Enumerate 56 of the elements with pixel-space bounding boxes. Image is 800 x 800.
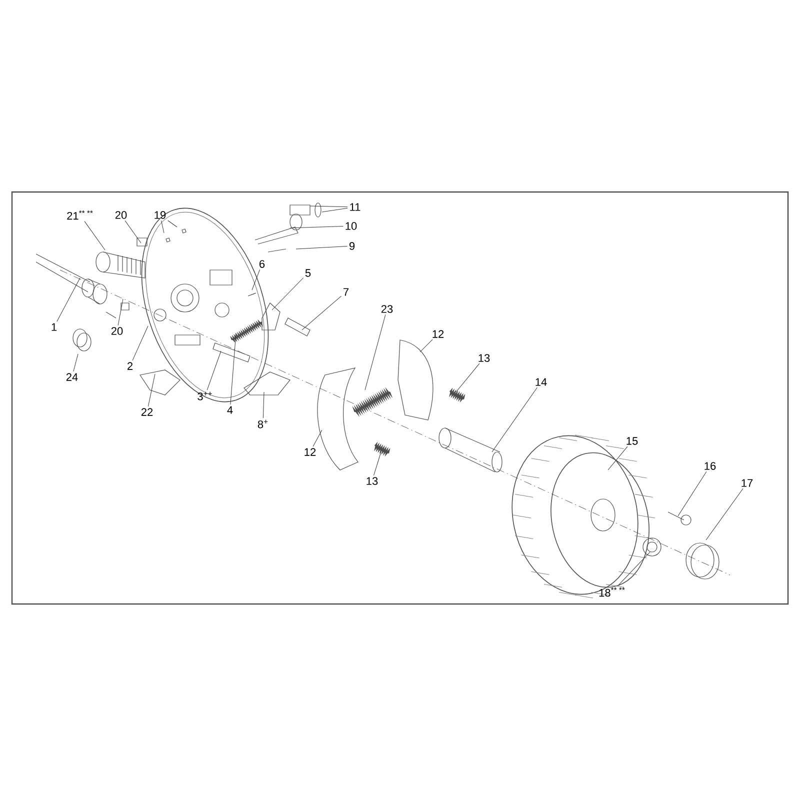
callout-number: 24 [66,373,78,381]
leader-line [84,221,106,250]
leader-line [608,446,628,470]
callout-number: 12 [432,330,444,338]
leader-line [252,269,260,290]
callout-number: 8$^{+}$ [258,420,268,428]
leader-line [296,246,348,250]
leader-line [73,354,78,372]
callout-number: 13 [478,354,490,362]
callout-number: 13 [366,477,378,485]
callout-number: 16 [704,462,716,470]
leader-line [118,298,124,326]
callout-number: 20 [115,211,127,219]
leader-line [132,326,148,361]
leader-line [206,350,222,390]
leader-line [290,226,344,228]
callout-number: 5 [305,269,311,277]
callout-number: 6 [260,260,265,268]
callout-number: 11 [350,203,360,211]
callout-number: 20 [111,327,123,335]
leader-line [310,206,348,208]
leader-line [161,220,164,234]
callout-number: 9 [349,242,355,250]
callout-number: 7 [344,288,349,296]
leader-line [706,488,744,540]
leader-line [374,452,382,476]
callout-number: 23 [381,305,393,313]
callout-number: 4 [227,406,233,414]
leader-line [124,220,142,244]
leader-line [230,332,236,405]
callout-number: 17 [742,479,753,487]
leader-line [302,296,342,330]
leader-line [148,374,156,407]
leader-line [492,387,538,452]
callout-number: 19 [154,211,166,219]
callout-number: 18$^{** **}$ [599,587,625,597]
leader-line [312,430,322,447]
callout-number: 2 [128,362,132,370]
callout-number: 10 [346,222,357,230]
callout-number: 21$^{** **}$ [67,210,93,220]
leader-line [168,220,178,228]
callout-number: 1 [52,323,57,331]
leader-line [262,392,264,418]
callout-number: 15 [626,437,638,445]
leader-line [678,471,707,516]
leader-line [618,552,650,586]
callout-number: 14 [536,378,547,386]
leader-line [56,278,80,322]
callout-number: 3$^{++}$ [198,392,212,400]
leader-line [456,363,480,392]
callout-number: 12 [304,448,316,456]
leader-line [364,314,386,390]
leader-line [420,339,433,352]
leader-line [322,208,348,212]
leader-line [272,278,304,310]
callout-number: 22 [141,408,153,416]
